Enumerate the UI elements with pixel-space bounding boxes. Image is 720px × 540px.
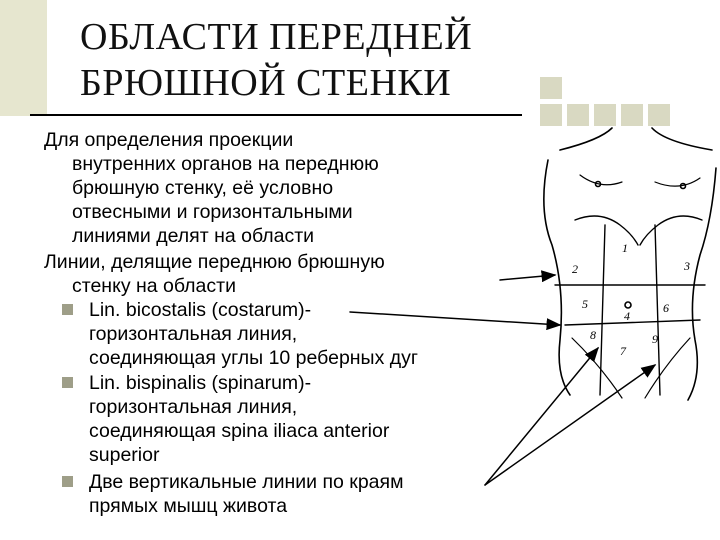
title-line-2: БРЮШНОЙ СТЕНКИ [80,62,452,104]
bullet-3-line-2: прямых мышц живота [89,495,288,517]
bullet-1-line-3: соединяющая углы 10 реберных дуг [89,347,418,369]
left-shoulder-outline [559,127,613,151]
intro-line-3: брюшную стенку, её условно [72,177,334,199]
title-line-1: ОБЛАСТИ ПЕРЕДНЕЙ [80,16,473,58]
navel [624,301,632,309]
right-shoulder-outline [651,127,713,151]
right-costal-arch [639,215,703,246]
region-label-6: 6 [663,301,669,315]
square-4 [621,104,643,126]
square-5 [648,104,670,126]
left-costal-arch [574,215,639,246]
lines-heading-line-1: Линии, делящие переднюю брюшную [44,251,385,273]
bullet-2-line-2: горизонтальная линия, [89,396,298,418]
intro-line-2: внутренних органов на переднюю [72,153,379,175]
bullet-3-line-1: Две вертикальные линии по краям [89,471,404,493]
lines-heading-line-2: стенку на области [72,275,236,297]
region-label-9: 9 [652,332,658,346]
torso-right-outline [687,167,717,401]
region-label-8: 8 [590,328,596,342]
intro-line-4: отвесными и горизонтальными [72,201,353,223]
intro-line-5: линиями делят на области [72,225,315,247]
arrow-to-bispinal-line [349,311,562,331]
bullet-2-line-1: Lin. bispinalis (spinarum)- [89,372,312,394]
right-inguinal-line [644,337,691,399]
intro-line-1: Для определения проекции [44,129,294,151]
bullet-1-line-1: Lin. bicostalis (costarum)- [89,299,312,321]
decorative-sidebar [0,0,47,116]
slide-title: ОБЛАСТИ ПЕРЕДНЕЙ БРЮШНОЙ СТЕНКИ [80,14,472,106]
region-label-2: 2 [572,262,578,276]
left-nipple [594,180,602,188]
region-label-7: 7 [620,344,627,358]
right-nipple [679,182,687,190]
region-label-1: 1 [622,241,628,255]
square-3 [594,104,616,126]
bullet-2-line-4: superior [89,444,160,466]
title-divider [30,114,522,116]
torso-left-outline [543,159,571,396]
region-label-4: 4 [624,309,630,323]
bullet-square-1 [62,304,73,315]
right-pectoral-outline [654,177,701,187]
left-vertical-line [599,224,606,396]
bullet-square-3 [62,476,73,487]
bispinal-line [564,319,701,326]
arrow-to-left-vertical-line [484,346,599,486]
region-label-3: 3 [683,259,690,273]
square-6 [540,77,562,99]
arrow-to-right-vertical-line [484,364,657,486]
arrow-to-bicostal-line [499,270,557,283]
bullet-1-line-2: горизонтальная линия, [89,323,298,345]
bullet-square-2 [62,377,73,388]
region-label-5: 5 [582,297,588,311]
square-2 [567,104,589,126]
left-inguinal-line [571,337,623,399]
bullet-2-line-3: соединяющая spina iliaca anterior [89,420,390,442]
square-1 [540,104,562,126]
right-vertical-line [654,224,661,396]
